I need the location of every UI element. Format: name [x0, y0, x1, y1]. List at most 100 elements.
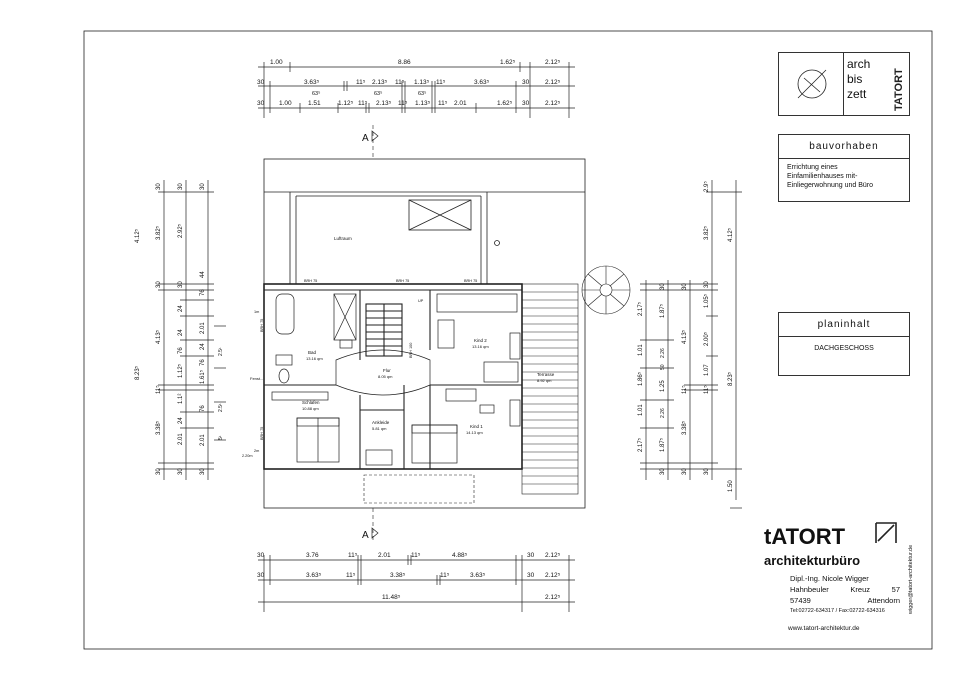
dim-text: 11⁵ — [348, 552, 358, 559]
dim-text: 2.12⁵ — [545, 79, 561, 86]
brh-label: BRH 100 — [409, 343, 413, 358]
dim-text: 1.01 — [638, 404, 644, 416]
bath-fixtures — [275, 293, 357, 384]
dim-text: 11⁵ — [440, 572, 450, 579]
dim-text: 3.63⁵ — [474, 79, 490, 86]
planinhalt-value: DACHGESCHOSS — [814, 345, 874, 352]
dim-text: 1.13⁵ — [414, 79, 430, 86]
dim-text: 3.38⁵ — [390, 572, 406, 579]
dim-text: 76 — [200, 359, 206, 366]
dim-text: 76 — [178, 347, 184, 354]
height-label: 2m — [254, 449, 259, 453]
dim-text: 30 — [704, 281, 710, 288]
dim-text: 1.13⁵ — [415, 100, 431, 107]
dim-text: 2.13⁵ — [372, 79, 388, 86]
logo-word: bis — [847, 72, 863, 86]
address-part: Hahnbeuler — [790, 585, 829, 594]
dim-text: 3.63⁵ — [304, 79, 320, 86]
brh-label: BRH 75 — [260, 427, 264, 440]
dim-text: 1.00 — [270, 59, 283, 66]
dim-text: 1.01 — [638, 344, 644, 356]
dim-text: 2.12⁵ — [545, 552, 561, 559]
bauvorhaben-line: Einfamilienhauses mit- — [787, 173, 858, 180]
dim-text: 1.50 — [728, 480, 734, 492]
dim-text: 3.38⁵ — [681, 420, 688, 435]
dim-text: 30 — [704, 468, 710, 475]
dim-text: 24 — [200, 343, 206, 350]
dim-text: 76 — [200, 405, 206, 412]
dim-text: 2.01 — [378, 552, 391, 559]
dim-text: 11⁵ — [155, 385, 162, 394]
bauvorhaben-title: bauvorhaben — [809, 141, 879, 152]
dim-text: 30 — [527, 572, 535, 579]
dim-text: 2.17⁵ — [637, 301, 644, 316]
bauvorhaben-description: Errichtung eines Einfamilienhauses mit- … — [779, 159, 909, 194]
bauvorhaben-line: Errichtung eines — [787, 164, 838, 171]
company-brand: tATORT — [764, 524, 846, 549]
address-city: 57439 Attendorn — [790, 596, 900, 605]
planinhalt-title: planinhalt — [817, 319, 871, 330]
section-marker-bottom: A — [362, 530, 369, 541]
dim-text: 11⁵ — [438, 100, 448, 107]
dim-text: 1.87⁵ — [659, 303, 666, 318]
email-link[interactable]: wigger@tatort-architektur.de — [908, 544, 914, 614]
bauvorhaben-line: Einliegerwohnung und Büro — [787, 182, 874, 189]
dimensions-left — [158, 180, 226, 480]
height-label: 2.20m — [242, 454, 253, 458]
room-name: Terrasse — [537, 372, 555, 377]
dim-text: 44 — [200, 271, 206, 278]
dim-text: 76 — [200, 289, 206, 296]
room-area: 13.16 qm — [306, 356, 323, 361]
dim-text: 1.62⁵ — [500, 59, 516, 66]
dim-text: 11⁵ — [356, 79, 366, 86]
dim-text: 4.13⁵ — [681, 329, 688, 344]
dim-text: 11⁵ — [346, 572, 356, 579]
dimensions-bottom — [258, 555, 575, 612]
dim-text: 11⁵ — [358, 100, 368, 107]
dim-text: 30 — [522, 79, 530, 86]
north-arrow-panel — [779, 53, 844, 115]
dim-text: 11⁵ — [398, 100, 408, 107]
dim-text: 30 — [660, 468, 666, 475]
dim-text: 2.12⁵ — [545, 100, 561, 107]
dim-text: 1.51 — [308, 100, 321, 107]
dim-text: 30 — [257, 572, 265, 579]
dim-text: 63⁵ — [418, 90, 426, 97]
dim-text: 2.01 — [200, 322, 206, 334]
dimensions-right — [640, 180, 742, 509]
dim-text: 4.88⁵ — [452, 552, 468, 559]
room-area: 8.05 qm — [378, 374, 393, 379]
dim-text: 1.86⁵ — [637, 371, 644, 386]
office-logo-box: arch bis zett TATORT — [778, 52, 910, 116]
dim-text: 1.62⁵ — [497, 100, 513, 107]
dim-text: 8.23⁵ — [727, 371, 734, 386]
logo-word: zett — [847, 87, 867, 101]
dim-text: 3.38⁵ — [155, 420, 162, 435]
bauvorhaben-box: bauvorhaben Errichtung eines Einfamilien… — [778, 134, 910, 202]
dim-text: 30 — [682, 468, 688, 475]
brh-label: BRH 75 — [464, 279, 477, 283]
north-arrow-icon — [797, 69, 827, 99]
dim-text: 30 — [200, 183, 206, 190]
dim-text: 2.01 — [178, 433, 184, 445]
room-name: Luftraum — [334, 236, 352, 241]
dim-text: 2.12⁵ — [545, 572, 561, 579]
brh-label: BRH 75 — [396, 279, 409, 283]
logo-words: arch bis zett — [847, 57, 870, 102]
dim-text: 1.61⁵ — [199, 369, 206, 384]
dim-text: 11⁵ — [436, 79, 446, 86]
room-name: Flur — [383, 368, 391, 373]
dim-text: 11.48⁵ — [382, 594, 401, 601]
room-name: Ankleide — [372, 420, 390, 425]
phone-fax: Tel:02722-634317 / Fax:02722-634316 — [790, 608, 885, 614]
dim-text: 30 — [257, 552, 265, 559]
website-link[interactable]: www.tatort-architektur.de — [788, 625, 860, 632]
sheet-frame — [83, 30, 933, 650]
dim-text: 2.5¹ — [218, 347, 224, 356]
dim-text: 63⁵ — [374, 90, 382, 97]
brh-label: BRH 75 — [260, 319, 264, 332]
dim-text: 11⁵ — [681, 385, 688, 394]
dim-text: 50 — [660, 364, 666, 370]
dim-text: 30 — [178, 281, 184, 288]
dim-text: 2.17⁵ — [637, 437, 644, 452]
